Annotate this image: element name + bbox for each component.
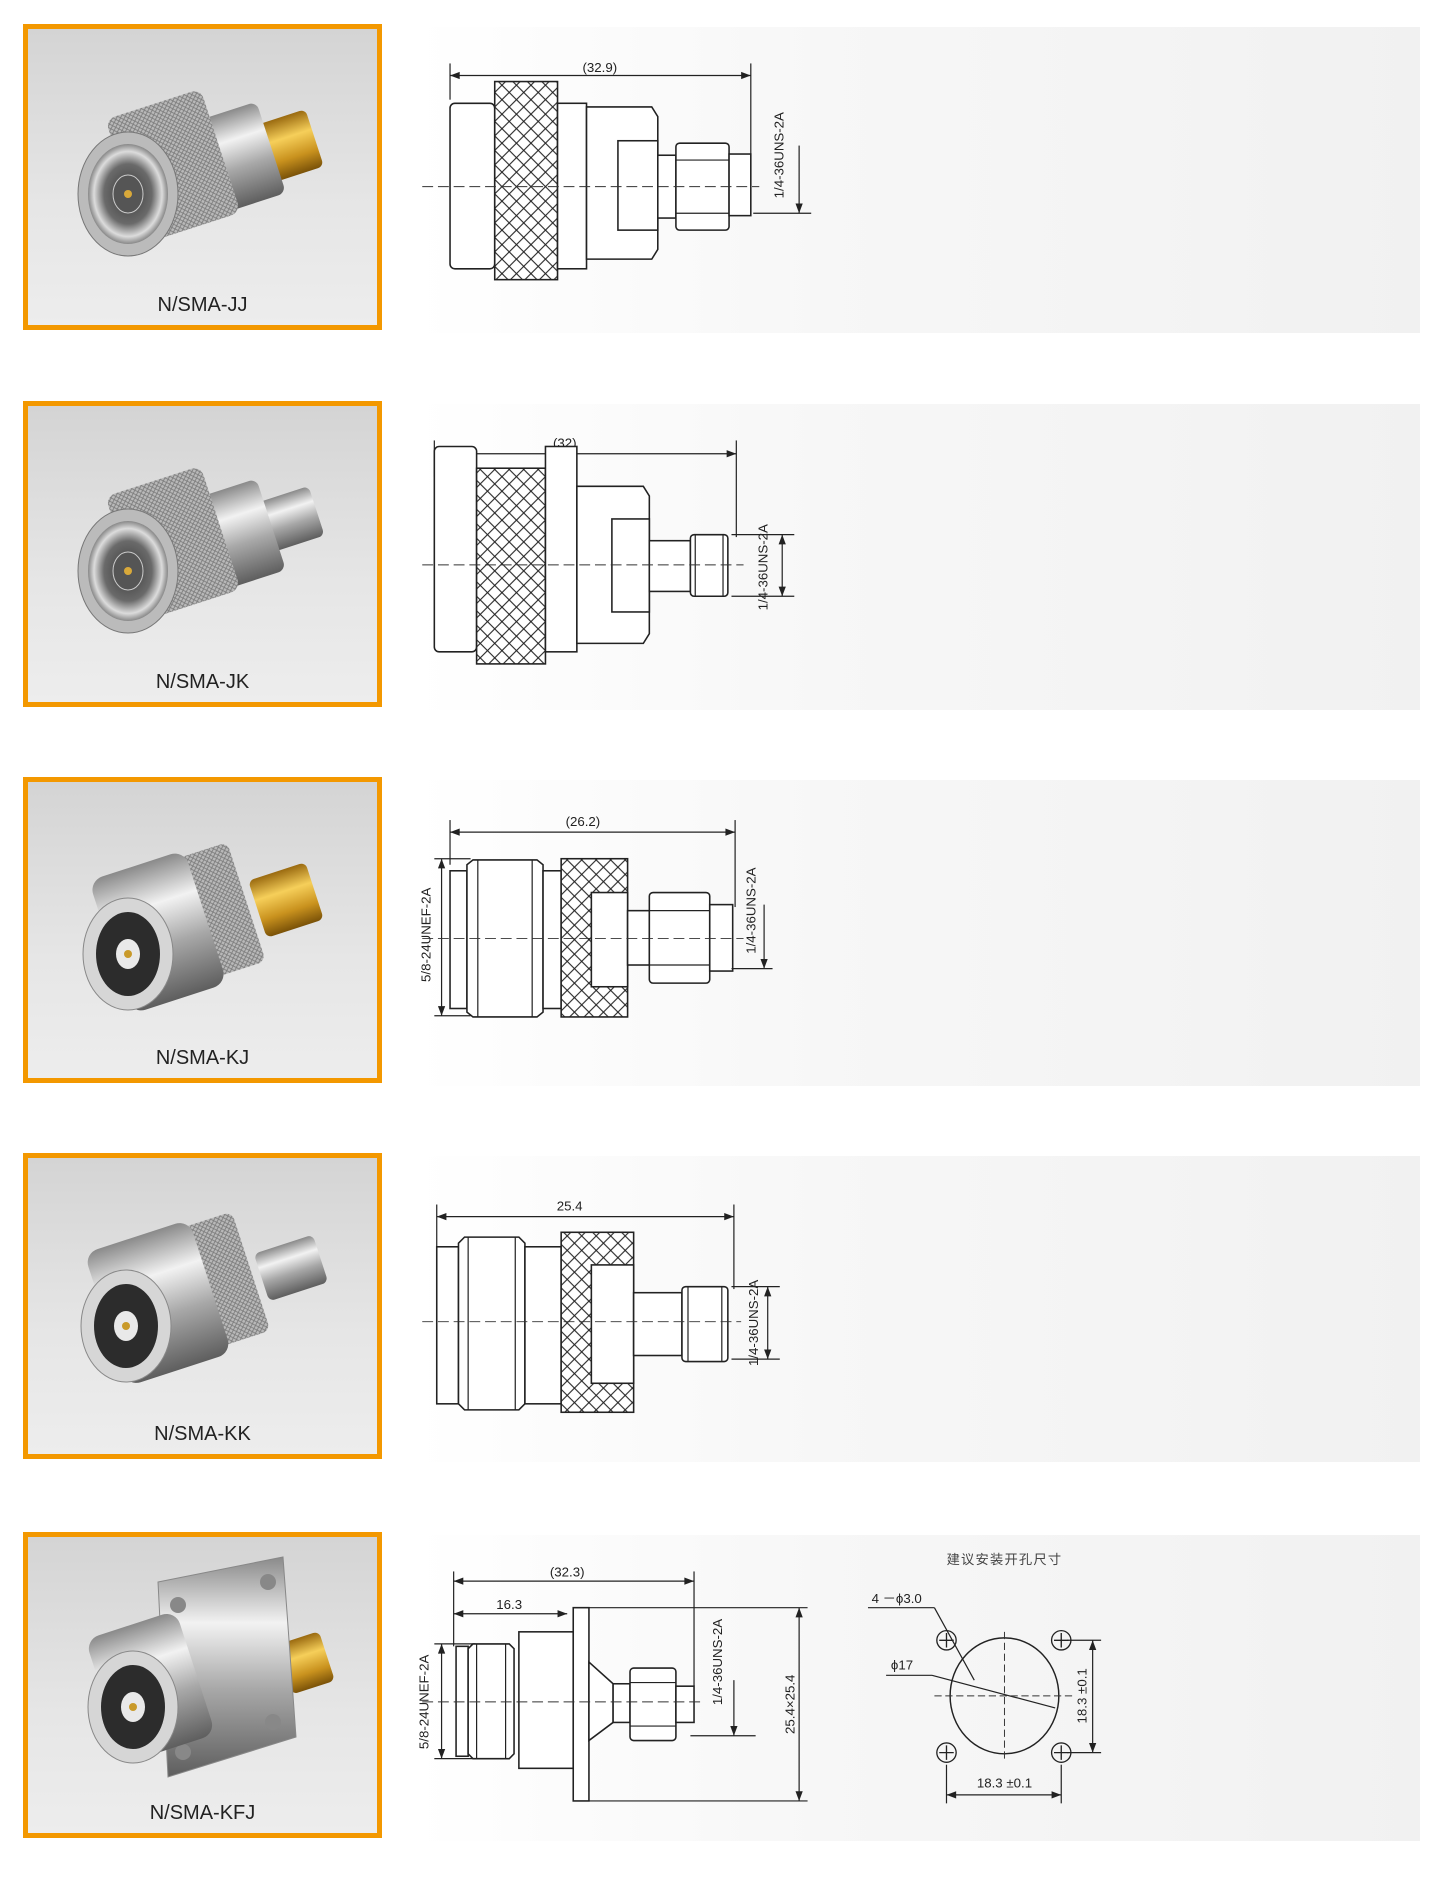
dimension-drawing: (32.9) 1/4-36UNS-2A xyxy=(415,27,1420,333)
hole-spacing-vertical: 18.3 ±0.1 xyxy=(1075,1668,1090,1723)
product-photo: N/SMA-KFJ xyxy=(23,1532,382,1838)
product-row-n-sma-kk: N/SMA-KK 25.4 1/4-36UNS-2A xyxy=(0,1153,1449,1463)
thread-spec-right: 1/4-36UNS-2A xyxy=(744,867,759,953)
panel-cutout-diagram: 建议安装开孔尺寸 4 －ϕ3.0 ϕ17 18.3 ±0.1 xyxy=(867,1552,1102,1804)
product-label: N/SMA-JK xyxy=(155,671,250,693)
length-dimension: (32.9) xyxy=(582,60,617,75)
product-row-n-sma-jj: N/SMA-JJ (32.9) 1/4-36UNS-2A xyxy=(0,24,1449,334)
flange-size: 25.4×25.4 xyxy=(782,1675,797,1734)
technical-drawing: (32.9) 1/4-36UNS-2A xyxy=(422,60,812,281)
connector-image xyxy=(77,91,323,257)
hole-spacing-horizontal: 18.3 ±0.1 xyxy=(977,1776,1032,1791)
product-row-n-sma-jk: N/SMA-JK (32) 1/4-36UNS-2A xyxy=(0,401,1449,711)
connector-image xyxy=(77,468,324,634)
length-dimension: (26.2) xyxy=(566,814,601,829)
connector-image xyxy=(87,1556,334,1778)
front-length-dimension: 16.3 xyxy=(496,1597,522,1612)
thread-spec-left: 5/8-24UNEF-2A xyxy=(419,887,434,982)
product-row-n-sma-kj: N/SMA-KJ (26.2) 5/8-24UNEF-2A 1/4-36UNS-… xyxy=(0,777,1449,1087)
bore-diameter: ϕ17 xyxy=(891,1657,913,1672)
length-dimension: 25.4 xyxy=(557,1199,583,1214)
mounting-holes-spec: 4 －ϕ3.0 xyxy=(872,1591,922,1606)
technical-drawing: (26.2) 5/8-24UNEF-2A 1/4-36UNS-2A xyxy=(419,814,773,1018)
dimension-drawing: (26.2) 5/8-24UNEF-2A 1/4-36UNS-2A xyxy=(415,780,1420,1086)
product-photo: N/SMA-KK xyxy=(23,1153,382,1459)
cutout-title: 建议安装开孔尺寸 xyxy=(947,1552,1063,1567)
product-photo: N/SMA-JK xyxy=(23,401,382,707)
dimension-drawing: (32.3) 16.3 5/8-24UNEF-2A 1/4-36UNS-2A xyxy=(415,1535,1420,1841)
dimension-drawing: 25.4 1/4-36UNS-2A xyxy=(415,1156,1420,1462)
product-label: N/SMA-KK xyxy=(154,1423,251,1445)
dimension-drawing: (32) 1/4-36UNS-2A xyxy=(415,404,1420,710)
thread-spec-right: 1/4-36UNS-2A xyxy=(710,1619,725,1705)
product-photo: N/SMA-KJ xyxy=(23,777,382,1083)
product-label: N/SMA-KFJ xyxy=(149,1802,256,1824)
thread-spec-right: 1/4-36UNS-2A xyxy=(756,524,771,610)
connector-image xyxy=(82,844,323,1011)
technical-drawing: 25.4 1/4-36UNS-2A xyxy=(422,1199,780,1414)
thread-spec-right: 1/4-36UNS-2A xyxy=(746,1280,761,1366)
connector-image xyxy=(80,1213,327,1383)
product-photo: N/SMA-JJ xyxy=(23,24,382,330)
product-label: N/SMA-KJ xyxy=(155,1047,250,1069)
technical-drawing: (32.3) 16.3 5/8-24UNEF-2A 1/4-36UNS-2A xyxy=(416,1552,1102,1804)
technical-drawing: (32) 1/4-36UNS-2A xyxy=(422,436,795,665)
product-label: N/SMA-JJ xyxy=(157,294,248,316)
product-row-n-sma-kfj: N/SMA-KFJ (32.3) 16.3 5/8-24UNEF-2A 1/4 xyxy=(0,1532,1449,1842)
thread-spec-right: 1/4-36UNS-2A xyxy=(771,112,786,198)
length-dimension: (32.3) xyxy=(550,1564,585,1579)
